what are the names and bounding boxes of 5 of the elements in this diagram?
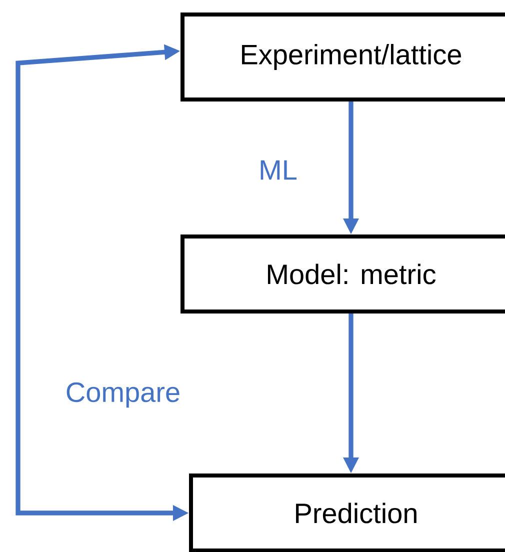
process-box: Prediction [189, 474, 505, 552]
process-box: Experiment/lattice [180, 12, 505, 102]
edge-label: ML [260, 160, 296, 180]
process-box: Model: metric [180, 234, 505, 314]
edge-label: Compare [66, 382, 180, 408]
